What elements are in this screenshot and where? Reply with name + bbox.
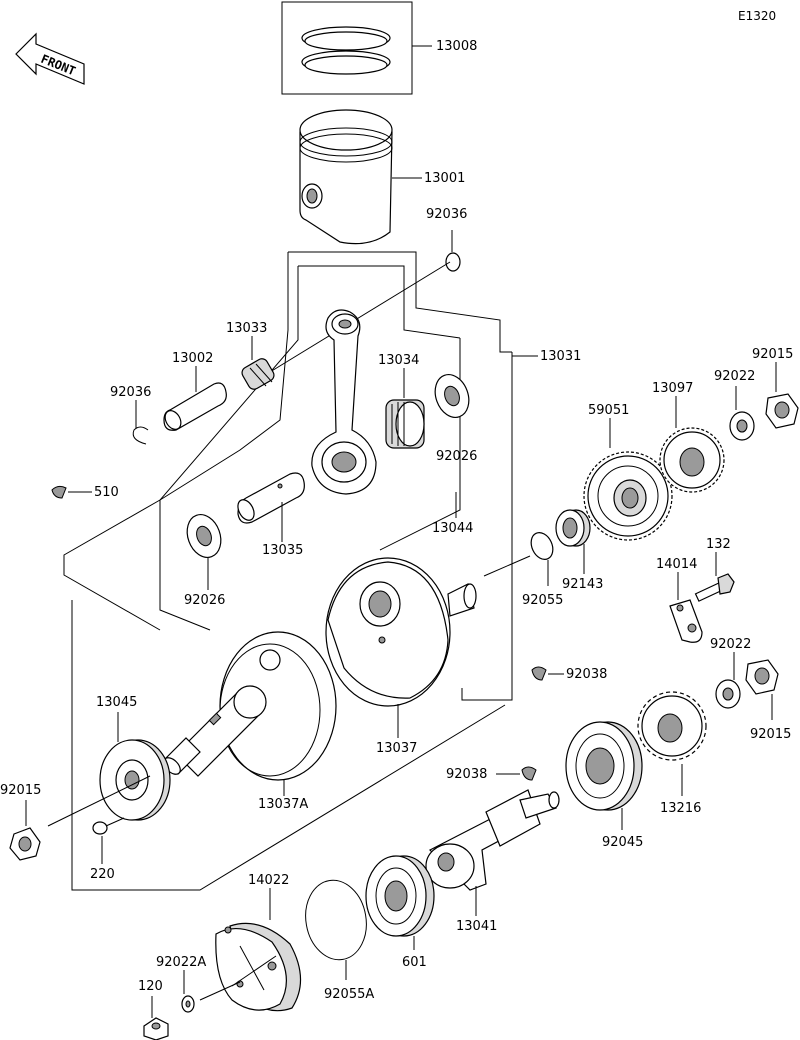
- gear-59051[interactable]: [583, 451, 673, 541]
- label-92055a: 92055A: [324, 987, 374, 1002]
- needle-bearing-13034[interactable]: [385, 399, 425, 449]
- crankshaft-left-13037a[interactable]: [161, 631, 337, 781]
- key-92038-upper[interactable]: [531, 666, 547, 681]
- washer-92022a[interactable]: [181, 995, 195, 1013]
- piston-pin-13002[interactable]: [162, 382, 227, 432]
- crank-pin-13035[interactable]: [235, 472, 305, 524]
- thrust-washer-92026-left[interactable]: [181, 510, 226, 562]
- label-13033: 13033: [226, 321, 267, 336]
- label-92055: 92055: [522, 593, 563, 608]
- ball-bearing-92045[interactable]: [565, 721, 643, 811]
- label-92036-left: 92036: [110, 385, 151, 400]
- label-59051: 59051: [588, 403, 629, 418]
- label-13097: 13097: [652, 381, 693, 396]
- label-13041: 13041: [456, 919, 497, 934]
- label-92026-left: 92026: [184, 593, 225, 608]
- washer-92022-mid[interactable]: [715, 679, 741, 709]
- key-92038-lower[interactable]: [521, 766, 537, 781]
- label-92036-top: 92036: [426, 207, 467, 222]
- o-ring-92055[interactable]: [527, 529, 557, 563]
- gear-13097[interactable]: [659, 427, 725, 493]
- collar-92143[interactable]: [555, 509, 591, 547]
- nut-92015-top[interactable]: [765, 393, 799, 429]
- label-92038-lower: 92038: [446, 767, 487, 782]
- piston[interactable]: [299, 109, 393, 245]
- label-220: 220: [90, 867, 115, 882]
- label-14022: 14022: [248, 873, 289, 888]
- circlip-92036-left[interactable]: [132, 426, 149, 445]
- label-13001: 13001: [424, 171, 465, 186]
- gear-13216[interactable]: [637, 691, 707, 761]
- label-92143: 92143: [562, 577, 603, 592]
- label-92015-left: 92015: [0, 783, 41, 798]
- label-13008: 13008: [436, 39, 477, 54]
- plate-14014[interactable]: [669, 599, 703, 643]
- label-92015-top: 92015: [752, 347, 793, 362]
- diagram-code: E1320: [738, 9, 776, 23]
- ball-bearing-601[interactable]: [365, 855, 435, 937]
- circlip-92036-right[interactable]: [445, 252, 461, 272]
- label-92022a: 92022A: [156, 955, 206, 970]
- flange-13045[interactable]: [99, 739, 171, 821]
- label-13034: 13034: [378, 353, 419, 368]
- connecting-rod-group-outline: [63, 251, 513, 891]
- crankshaft-right-13037[interactable]: [325, 557, 477, 707]
- label-13044: 13044: [432, 521, 473, 536]
- label-92015-mid: 92015: [750, 727, 791, 742]
- screw-220[interactable]: [92, 817, 125, 835]
- nut-92015-left[interactable]: [9, 827, 41, 861]
- label-92022-mid: 92022: [710, 637, 751, 652]
- cover-14022[interactable]: [215, 922, 302, 1012]
- nut-92015-mid[interactable]: [745, 659, 779, 695]
- thrust-washer-92026-right[interactable]: [429, 370, 474, 422]
- balancer-shaft-13041[interactable]: [425, 789, 560, 891]
- label-13031: 13031: [540, 349, 581, 364]
- label-13037a: 13037A: [258, 797, 308, 812]
- label-92045: 92045: [602, 835, 643, 850]
- washer-92022-top[interactable]: [729, 411, 755, 441]
- label-92026-right: 92026: [436, 449, 477, 464]
- piston-ring[interactable]: [281, 1, 413, 95]
- woodruff-key-510[interactable]: [51, 485, 67, 499]
- label-14014: 14014: [656, 557, 697, 572]
- front-arrow-icon: FRONT: [15, 32, 85, 85]
- needle-bearing-13033[interactable]: [240, 357, 276, 392]
- bolt-132[interactable]: [694, 573, 735, 602]
- label-92022-top: 92022: [714, 369, 755, 384]
- label-13216: 13216: [660, 801, 701, 816]
- label-13045: 13045: [96, 695, 137, 710]
- bolt-120[interactable]: [143, 1017, 169, 1040]
- label-132: 132: [706, 537, 731, 552]
- label-13037: 13037: [376, 741, 417, 756]
- connecting-rod[interactable]: [311, 309, 377, 495]
- label-13035: 13035: [262, 543, 303, 558]
- label-510: 510: [94, 485, 119, 500]
- label-92038-upper: 92038: [566, 667, 607, 682]
- label-120: 120: [138, 979, 163, 994]
- o-ring-92055a[interactable]: [300, 875, 373, 964]
- label-601: 601: [402, 955, 427, 970]
- label-13002: 13002: [172, 351, 213, 366]
